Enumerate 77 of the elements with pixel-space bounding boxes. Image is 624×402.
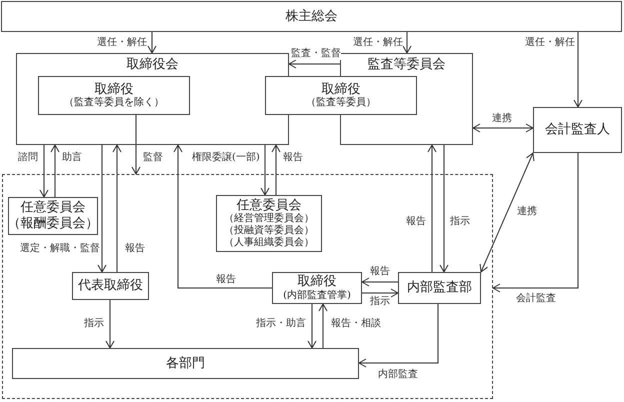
arrow: [440, 144, 448, 272]
process-box: [12, 348, 359, 379]
edge-label: 指示: [370, 296, 390, 308]
edge-label: 連携: [492, 113, 512, 124]
arrow: [358, 304, 438, 368]
arrow: [174, 144, 272, 288]
arrow: [112, 144, 122, 272]
edge-label: 報告: [216, 274, 236, 286]
edge-label: 報告: [370, 266, 390, 278]
box-heading: 取締役: [298, 274, 336, 290]
box-heading: 監査等委員会: [368, 57, 446, 73]
arrow: [106, 300, 114, 348]
edge-label: 報告: [406, 216, 426, 228]
edge-label: 指示・助言: [256, 318, 306, 330]
edge-label: 監査・監督: [291, 48, 341, 60]
arrow: [148, 32, 156, 54]
arrow: [132, 114, 140, 174]
arrow: [402, 32, 412, 54]
box-subtext: （報酬委員会）: [8, 216, 98, 232]
edge-label: 報告: [283, 152, 303, 164]
edge-label: 監督: [143, 152, 163, 164]
arrow: [272, 144, 280, 196]
edge-label: 指示: [450, 216, 470, 228]
edge-label: 助言: [62, 152, 82, 164]
arrow: [362, 288, 398, 298]
process-box: [265, 76, 417, 115]
process-box: [216, 195, 322, 252]
arrow: [574, 32, 582, 108]
edge-label: 連携: [517, 206, 537, 218]
edge-label: 選定・解職・監督: [20, 243, 100, 254]
process-box: [72, 272, 149, 300]
group-box: [16, 53, 289, 145]
arrow: [492, 152, 578, 292]
process-box: [272, 272, 362, 304]
edge-label: 報告: [125, 243, 145, 254]
edge-label: 選任・解任: [353, 37, 403, 48]
arrow: [40, 144, 48, 198]
box-heading: 取締役: [94, 82, 134, 97]
arrow: [308, 304, 316, 348]
dashed-boundary: [2, 174, 493, 399]
arrow: [362, 278, 398, 286]
process-box: [1, 1, 622, 32]
box-subtext: （監査等委員）: [306, 97, 376, 110]
box-heading: 各部門: [166, 356, 205, 372]
process-box: [533, 107, 622, 153]
arrow: [98, 144, 106, 272]
arrow: [428, 144, 436, 272]
box-heading: 取締役: [322, 82, 360, 97]
box-heading: 任意委員会: [20, 200, 86, 216]
box-heading: 取締役会: [126, 57, 178, 73]
box-heading: 任意委員会: [236, 198, 302, 213]
box-subtext: （経営管理委員会）: [224, 213, 314, 224]
edge-label: 選任・解任: [97, 37, 147, 48]
box-subtext: （監査等委員を除く）: [64, 97, 164, 110]
arrow: [288, 60, 340, 68]
edge-label: 内部監査: [378, 369, 418, 380]
edge-label: 報告・相談: [331, 318, 381, 330]
arrow: [480, 152, 534, 272]
arrow: [472, 124, 534, 132]
arrow: [260, 144, 270, 196]
arrow: [50, 144, 60, 198]
box-heading: 株主総会: [286, 8, 338, 24]
box-subtext: （人事組織委員会）: [224, 237, 314, 250]
box-heading: 会計監査人: [545, 122, 610, 138]
process-box: [38, 76, 190, 115]
process-box: [8, 197, 98, 235]
box-heading: 内部監査部: [407, 280, 472, 296]
box-heading: 代表取締役: [78, 278, 143, 294]
box-subtext: (内部監査管掌): [283, 290, 351, 302]
edge-label: 諮問: [18, 152, 38, 164]
edge-label: 会計監査: [516, 293, 556, 304]
edge-label: 権限委譲(一部): [192, 152, 260, 164]
edge-label: 選任・解任: [525, 37, 575, 48]
edge-label: 指示: [84, 318, 104, 330]
arrow: [318, 304, 328, 348]
box-subtext: （投融資等委員会）: [224, 225, 314, 236]
process-box: [398, 272, 481, 304]
